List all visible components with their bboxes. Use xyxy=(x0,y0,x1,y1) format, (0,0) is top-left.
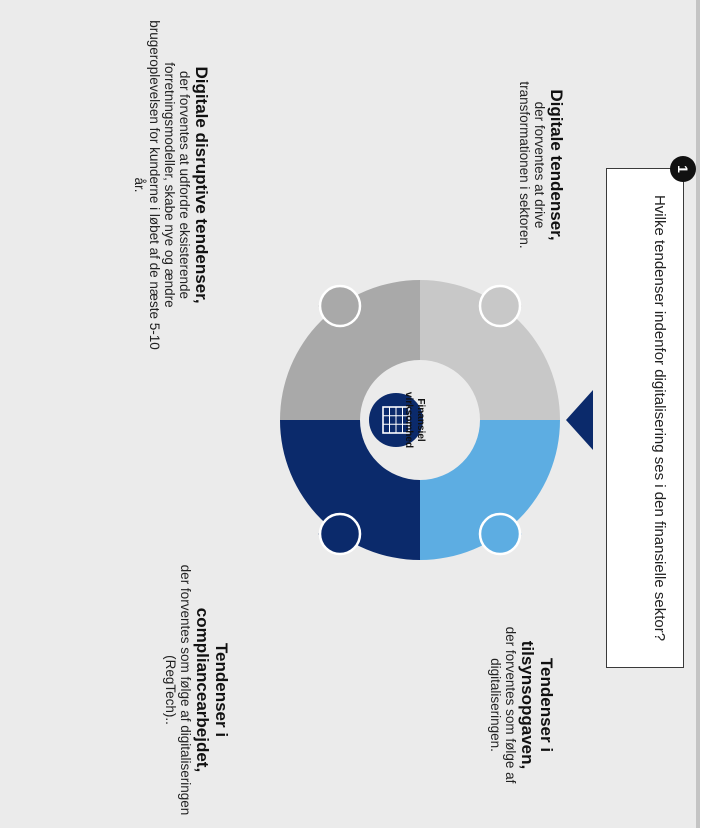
node-bottom-right xyxy=(318,512,362,556)
pointer-triangle xyxy=(566,390,593,450)
trend-description: der forventes som følge af digitaliserin… xyxy=(488,626,518,784)
node-top-left xyxy=(478,284,522,328)
trend-title: Tendenser i compliancearbejdet, xyxy=(193,607,231,773)
trend-digitale: Digitale tendenser, der forventes at dri… xyxy=(517,60,566,270)
ring-segment-top-left xyxy=(420,280,560,420)
node-bottom-left xyxy=(318,284,362,328)
building-icon xyxy=(382,406,410,434)
trend-description: der forventes at udfordre eksisterende f… xyxy=(132,20,192,350)
trend-disruptive: Digitale disruptive tendenser, der forve… xyxy=(132,20,211,350)
node-top-right xyxy=(478,512,522,556)
trend-title: Tendenser i tilsynsopgaven, xyxy=(518,640,556,770)
ring-segment-bottom-right xyxy=(280,420,420,560)
ring-segment-bottom-left xyxy=(280,280,420,420)
trend-title: Digitale tendenser, xyxy=(547,89,566,241)
trend-compliance: Tendenser i compliancearbejdet, der forv… xyxy=(163,560,231,820)
trend-description: der forventes at drive transformationen … xyxy=(517,81,547,249)
trend-title: Digitale disruptive tendenser, xyxy=(192,66,211,304)
panel-border xyxy=(696,0,700,828)
trend-description: der forventes som følge af digitaliserin… xyxy=(163,564,193,816)
center-label: Finansiel virksomhed xyxy=(403,391,426,449)
ring-segment-top-right xyxy=(420,420,560,560)
trend-tilsyn: Tendenser i tilsynsopgaven, der forvente… xyxy=(488,600,556,810)
